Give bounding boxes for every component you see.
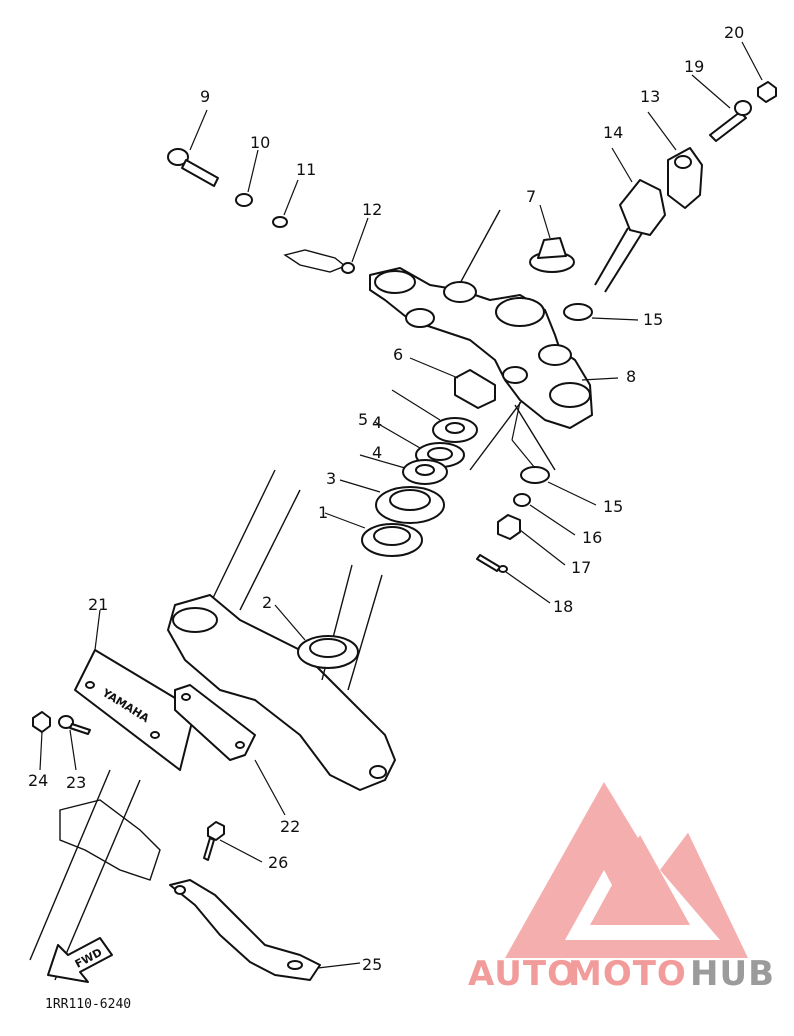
part-label-15: 15 — [603, 497, 623, 516]
screw-23 — [58, 715, 91, 735]
part-label-2: 2 — [262, 593, 272, 612]
nut-24 — [32, 711, 51, 733]
watermark-moto: MOTO — [568, 954, 687, 994]
fork-tubes — [29, 209, 556, 981]
part-labels: 1234546789101112131415151617181920212223… — [28, 23, 744, 974]
part-label-24: 24 — [28, 771, 48, 790]
washer-15-lower — [520, 466, 550, 484]
part-label-12: 12 — [362, 200, 382, 219]
part-label-9: 9 — [200, 87, 210, 106]
watermark-logo: AUTO MOTO HUB — [468, 782, 775, 994]
fwd-arrow: FWD — [47, 937, 113, 983]
nut-20 — [757, 81, 777, 103]
part-label-15: 15 — [643, 310, 663, 329]
watermark-auto: AUTO — [468, 954, 577, 994]
part-label-16: 16 — [582, 528, 602, 547]
washer-11 — [272, 216, 288, 228]
bracket-22 — [174, 684, 256, 761]
upper-bracket — [369, 267, 593, 429]
part-label-22: 22 — [280, 817, 300, 836]
part-label-23: 23 — [66, 773, 86, 792]
part-label-18: 18 — [553, 597, 573, 616]
ring-nut-4-upper — [432, 417, 478, 443]
part-label-4: 4 — [372, 413, 382, 432]
part-label-25: 25 — [362, 955, 382, 974]
part-label-10: 10 — [250, 133, 270, 152]
part-label-3: 3 — [326, 469, 336, 488]
part-label-13: 13 — [640, 87, 660, 106]
bearing-2 — [297, 635, 359, 669]
bolt-19 — [709, 100, 752, 142]
emblem-21: YAMAHA — [74, 649, 196, 771]
washer-15-upper — [563, 303, 593, 321]
nut-17 — [497, 514, 521, 540]
part-label-8: 8 — [626, 367, 636, 386]
stay-25 — [169, 879, 321, 981]
handlebar-holder — [594, 147, 703, 293]
watermark-hub: HUB — [690, 954, 775, 994]
part-label-17: 17 — [571, 558, 591, 577]
steering-stem — [167, 564, 396, 791]
washer-10 — [235, 193, 253, 207]
part-label-20: 20 — [724, 23, 744, 42]
part-label-7: 7 — [526, 187, 536, 206]
part-label-19: 19 — [684, 57, 704, 76]
part-label-26: 26 — [268, 853, 288, 872]
washer-6 — [454, 369, 496, 409]
part-label-14: 14 — [603, 123, 623, 142]
bearing-1 — [361, 523, 423, 557]
diagram-code: 1RR110-6240 — [45, 997, 131, 1012]
part-label-11: 11 — [296, 160, 316, 179]
bolt-26 — [203, 821, 225, 861]
ring-nut-4-lower — [402, 459, 448, 485]
cap-7 — [529, 237, 575, 273]
cover-3 — [375, 486, 445, 524]
bolt-9 — [167, 148, 219, 187]
part-label-6: 6 — [393, 345, 403, 364]
part-label-21: 21 — [88, 595, 108, 614]
part-label-1: 1 — [318, 503, 328, 522]
bolt-18 — [476, 554, 508, 573]
wire-12 — [283, 249, 355, 274]
leader-lines — [39, 41, 763, 969]
part-label-4: 4 — [372, 443, 382, 462]
part-label-5: 5 — [358, 410, 368, 429]
washer-16 — [513, 493, 531, 507]
fork-lower-outline — [59, 799, 161, 881]
